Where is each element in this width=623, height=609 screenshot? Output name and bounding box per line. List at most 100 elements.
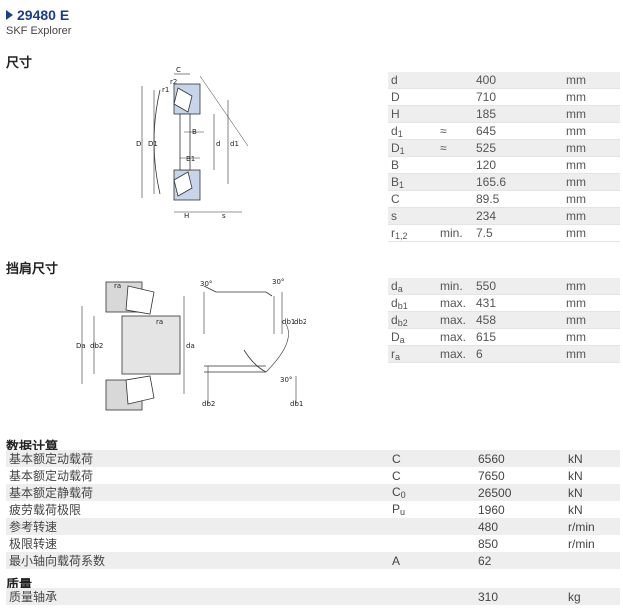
roller-top [173, 87, 193, 113]
value-cell: 710 [476, 90, 497, 104]
bearing-bottom [125, 375, 155, 405]
detail-b-curve [243, 349, 267, 373]
label-db1-b: db1 [290, 400, 303, 408]
detail-a-profile [203, 285, 273, 297]
unit-cell: mm [566, 209, 586, 223]
symbol-cell: ra [388, 347, 440, 362]
label-H: H [184, 212, 189, 220]
value-cell: 7.5 [476, 226, 493, 240]
symbol-cell: db2 [388, 313, 440, 328]
label-Da: Da [76, 342, 86, 350]
value-cell: 7650 [478, 468, 505, 483]
unit-cell: mm [566, 175, 586, 189]
symbol-cell: db1 [388, 296, 440, 311]
symbol-subscript: 1 [399, 179, 405, 190]
section-abutment-heading: 挡肩尺寸 [6, 261, 59, 276]
symbol: d [391, 123, 398, 138]
unit-cell: kN [568, 451, 583, 466]
value-cell: 6 [476, 347, 483, 361]
symbol-subscript: 1 [397, 128, 403, 139]
label-D: D [136, 140, 141, 148]
symbol: d [391, 312, 398, 327]
label-D1: D1 [148, 140, 158, 148]
unit-cell: mm [566, 226, 586, 240]
product-header: 29480 E SKF Explorer [6, 6, 71, 37]
unit-cell: mm [566, 90, 586, 104]
value-cell: 6560 [478, 451, 505, 466]
symbol: d [391, 295, 398, 310]
qualifier-cell: min. [440, 226, 463, 240]
value-cell: 645 [476, 124, 497, 138]
value-cell: 1960 [478, 502, 505, 517]
symbol-subscript: u [400, 507, 406, 517]
label-db1-a: db1 [282, 318, 295, 326]
section-dimensions-heading: 尺寸 [6, 55, 33, 70]
label-cell: 基本额定动载荷 [9, 452, 94, 466]
symbol-subscript: a [395, 351, 401, 362]
symbol-cell: C [392, 452, 478, 466]
value-cell: 850 [478, 536, 499, 551]
symbol: C [391, 192, 400, 206]
value-cell: 120 [476, 158, 497, 172]
unit-cell: mm [566, 158, 586, 172]
abutment-diagram: ra ra Da db2 da 30° 30° db1 db2 30° db2 … [76, 278, 306, 411]
symbol-cell: r1,2 [388, 226, 440, 241]
symbol: D [391, 90, 400, 104]
value-cell: 185 [476, 107, 497, 121]
label-db2: db2 [90, 342, 103, 350]
label-cell: 基本额定静载荷 [9, 486, 94, 500]
load-line [199, 75, 249, 147]
qualifier-cell: min. [440, 279, 463, 293]
qualifier-cell: ≈ [440, 141, 447, 155]
unit-cell: kN [568, 485, 583, 500]
symbol-cell: C [392, 469, 478, 483]
roller-bottom [173, 171, 193, 197]
product-subtitle: SKF Explorer [6, 25, 72, 37]
qualifier-cell: max. [440, 347, 467, 361]
symbol: B [391, 174, 400, 189]
product-title: 29480 E [6, 6, 71, 24]
label-cell: 参考转速 [9, 520, 58, 534]
symbol-cell: C [388, 192, 440, 206]
symbol: d [391, 278, 398, 293]
symbol-cell: Pu [392, 502, 478, 517]
label-r1: r1 [162, 86, 169, 94]
unit-cell: kN [568, 468, 583, 483]
label-angle-3: 30° [280, 376, 292, 384]
value-cell: 62 [478, 553, 492, 568]
symbol-cell: H [388, 107, 440, 121]
unit-cell: mm [566, 73, 586, 87]
symbol-subscript: 1 [399, 145, 405, 156]
shaft-washer [179, 113, 191, 171]
symbol: D [391, 329, 400, 344]
symbol-cell: d1 [388, 124, 440, 139]
symbol: B [391, 158, 400, 172]
symbol-cell: A [392, 554, 478, 568]
label-r2: r2 [170, 78, 177, 86]
symbol-cell: D [388, 90, 440, 104]
table-row: D 710 mm [388, 89, 620, 106]
label-d: d [216, 140, 220, 148]
symbol: s [391, 209, 397, 223]
bearing-cross-section-diagram: C r1 r2 D D1 B B1 d d1 H s [136, 66, 249, 220]
symbol-cell: B [388, 158, 440, 172]
unit-cell: mm [566, 296, 586, 310]
unit-cell: mm [566, 124, 586, 138]
qualifier-cell: max. [440, 330, 467, 344]
symbol-cell: d [388, 73, 440, 87]
symbol-cell: B1 [388, 175, 440, 190]
value-cell: 26500 [478, 485, 512, 500]
symbol-subscript: b1 [397, 300, 408, 311]
